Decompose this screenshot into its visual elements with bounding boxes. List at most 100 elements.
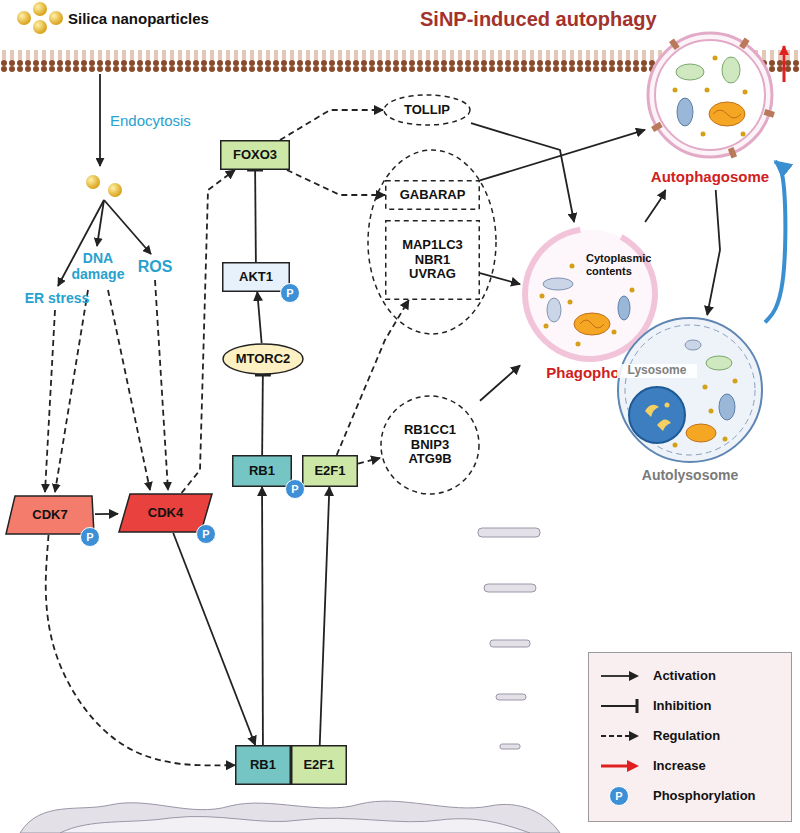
process-label: Endocytosis — [110, 112, 191, 129]
drawing-part — [221, 141, 290, 170]
node-label: AKT1 — [239, 270, 273, 285]
drawing-part — [540, 294, 545, 299]
er-membranes — [20, 528, 560, 833]
drawing-part — [155, 280, 168, 490]
drawing-part — [625, 325, 755, 455]
protein-box: FOXO3 — [220, 140, 290, 170]
protein-box: RB1 — [235, 745, 291, 785]
drawing-part — [33, 20, 47, 34]
drawing-part — [713, 110, 741, 118]
drawing-part — [677, 98, 693, 126]
legend-item: Inhibition — [599, 697, 711, 715]
shape-label: Autolysosome — [615, 467, 765, 483]
activation-connector — [320, 487, 330, 745]
drawing-part — [478, 528, 540, 537]
protein-box: RB1 — [232, 455, 292, 487]
gene-box: MAP1LC3 NBR1 UVRAG — [385, 220, 480, 300]
autolysosome: Autolysosome Lysosome — [615, 315, 765, 490]
activation-connector — [480, 130, 645, 181]
phosphorylation-mark: P — [285, 479, 305, 499]
protein-box: AKT1 — [222, 262, 290, 292]
drawing-part — [108, 183, 122, 197]
node-label: RB1CC1 BNIP3 ATG9B — [398, 423, 462, 468]
drawing-part — [33, 2, 47, 16]
activation-connector — [95, 513, 118, 515]
drawing-part — [673, 443, 678, 448]
regulation-connector — [280, 110, 383, 140]
legend-text: Regulation — [653, 729, 720, 744]
drawing-part — [701, 132, 706, 137]
drawing-part — [657, 419, 671, 431]
drawing-part — [709, 409, 714, 414]
activation-connector — [707, 190, 720, 315]
legend-sample — [599, 667, 643, 685]
complex-ellipse: MTORC2 — [222, 343, 304, 375]
drawing-part — [580, 320, 604, 328]
drawing-part — [236, 746, 291, 785]
drawing-part — [568, 300, 573, 305]
increase-arrow — [784, 46, 785, 82]
drawing-part — [655, 40, 765, 150]
phosphorylation-mark: P — [80, 527, 100, 547]
drawing-part — [223, 344, 303, 374]
gene-group-outline — [368, 150, 496, 334]
legend-sample — [599, 697, 643, 715]
drawing-part — [104, 200, 151, 254]
node-label: TOLLIP — [404, 103, 450, 118]
drawing-part — [706, 356, 732, 370]
nanoparticles — [17, 2, 122, 197]
activation-connector — [261, 487, 264, 745]
drawing-part — [783, 46, 786, 82]
drawing-part — [384, 95, 470, 125]
legend-text: Activation — [653, 669, 716, 684]
drawing-part — [6, 496, 94, 534]
protein-box: E2F1 — [291, 745, 347, 785]
node-label: E2F1 — [303, 758, 334, 773]
node-shape — [645, 30, 775, 190]
drawing-part — [705, 88, 710, 93]
drawing-part — [651, 122, 663, 132]
drawing-part — [648, 33, 772, 157]
lysosome: Lysosome — [627, 385, 687, 445]
regulation-connector — [358, 458, 380, 464]
drawing-part — [484, 584, 536, 592]
drawing-part — [49, 11, 63, 25]
regulation-connector — [182, 170, 235, 493]
kinase-box: CDK7 — [5, 495, 95, 535]
drawing-part — [490, 640, 530, 647]
node-label: E2F1 — [314, 464, 345, 479]
regulation-connector — [46, 535, 235, 765]
drawing-part — [99, 74, 101, 166]
activation-connector — [257, 292, 261, 343]
node-label: MTORC2 — [236, 352, 291, 367]
drawing-part — [544, 324, 549, 329]
activation-connector — [765, 161, 785, 322]
shape-label: Cytoplasmic contents — [586, 252, 648, 277]
drawing-part — [676, 64, 704, 80]
drawing-part — [55, 290, 88, 492]
legend-sample — [599, 757, 643, 775]
shape-label: Lysosome — [617, 364, 697, 378]
node-label: CDK7 — [32, 508, 67, 523]
gene-ellipse: TOLLIP — [383, 94, 471, 126]
drawing-part — [630, 288, 635, 293]
node-shape — [627, 385, 687, 445]
drawing-part — [709, 102, 745, 126]
inhibition-connector — [261, 375, 264, 455]
drawing-part — [574, 313, 610, 335]
drawing-part — [576, 342, 581, 347]
drawing-part — [386, 181, 480, 210]
phosphorylation-mark: P — [609, 786, 629, 806]
drawing-part — [618, 296, 630, 320]
drawing-part — [86, 175, 100, 189]
drawing-part — [741, 132, 746, 137]
node-label: RB1 — [250, 758, 276, 773]
stimulus-label: ER stress — [18, 290, 96, 306]
drawing-part — [368, 150, 496, 334]
drawing-part — [17, 11, 31, 25]
inhibition-connector — [254, 170, 257, 262]
activation-connector — [480, 273, 520, 284]
drawing-part — [673, 88, 678, 93]
legend-text: Increase — [653, 759, 706, 774]
drawing-part — [713, 56, 718, 61]
